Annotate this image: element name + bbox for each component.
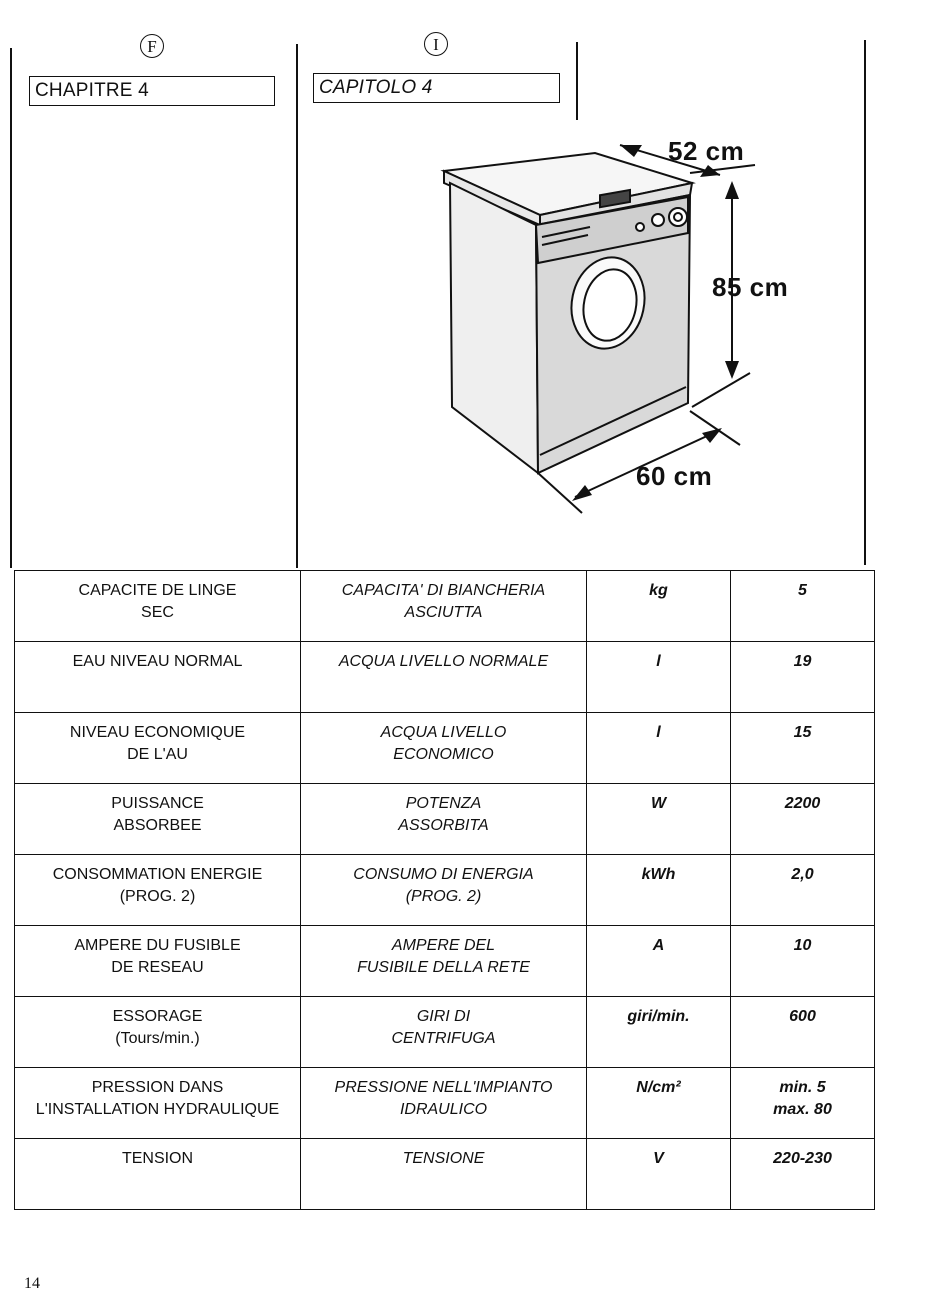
table-row: CONSOMMATION ENERGIE(PROG. 2) CONSUMO DI… <box>14 854 875 926</box>
italian-spec-cell: ACQUA LIVELLO NORMALE <box>300 641 587 713</box>
arrow-head-icon <box>702 428 722 443</box>
column-rule-left <box>10 48 12 568</box>
unit-cell: W <box>586 783 731 855</box>
washing-machine-illustration <box>440 144 756 514</box>
arrow-head-icon <box>725 181 739 199</box>
arrow-head-icon <box>620 145 642 157</box>
french-spec-cell: ESSORAGE(Tours/min.) <box>14 996 301 1068</box>
height-label: 85 cm <box>712 272 789 302</box>
italian-language-mark: I <box>424 32 448 56</box>
french-chapter-title: CHAPITRE 4 <box>29 76 275 106</box>
italian-spec-cell: TENSIONE <box>300 1138 587 1210</box>
depth-label: 52 cm <box>668 136 745 166</box>
value-cell: 2,0 <box>730 854 875 926</box>
value-cell: 220-230 <box>730 1138 875 1210</box>
table-row: TENSION TENSIONE V 220-230 <box>14 1138 875 1210</box>
column-rule-right <box>864 40 866 565</box>
column-rule-right-short <box>576 42 578 120</box>
value-cell: 10 <box>730 925 875 997</box>
unit-cell: l <box>586 712 731 784</box>
width-dimension-line <box>574 429 721 498</box>
page-number: 14 <box>24 1275 40 1292</box>
arrow-head-icon <box>725 361 739 379</box>
unit-cell: N/cm² <box>586 1067 731 1139</box>
value-cell: 5 <box>730 570 875 642</box>
value-cell: 15 <box>730 712 875 784</box>
arrow-head-icon <box>700 165 720 177</box>
unit-cell: V <box>586 1138 731 1210</box>
unit-cell: l <box>586 641 731 713</box>
width-label: 60 cm <box>636 461 713 491</box>
machine-side <box>448 181 540 476</box>
value-cell: 19 <box>730 641 875 713</box>
unit-cell: A <box>586 925 731 997</box>
french-spec-cell: CONSOMMATION ENERGIE(PROG. 2) <box>14 854 301 926</box>
unit-cell: kg <box>586 570 731 642</box>
program-knob-icon <box>651 213 665 227</box>
italian-chapter-title: CAPITOLO 4 <box>313 73 560 103</box>
unit-cell: kWh <box>586 854 731 926</box>
french-spec-cell: TENSION <box>14 1138 301 1210</box>
french-language-mark: F <box>140 34 164 58</box>
control-panel <box>534 195 689 265</box>
french-spec-cell: EAU NIVEAU NORMAL <box>14 641 301 713</box>
value-cell: 2200 <box>730 783 875 855</box>
table-row: EAU NIVEAU NORMAL ACQUA LIVELLO NORMALE … <box>14 641 875 713</box>
value-cell: 600 <box>730 996 875 1068</box>
selector-knob-icon <box>668 207 688 227</box>
unit-cell: giri/min. <box>586 996 731 1068</box>
italian-spec-cell: CONSUMO DI ENERGIA(PROG. 2) <box>300 854 587 926</box>
arrow-head-icon <box>572 485 592 501</box>
column-rule-middle <box>296 44 298 568</box>
